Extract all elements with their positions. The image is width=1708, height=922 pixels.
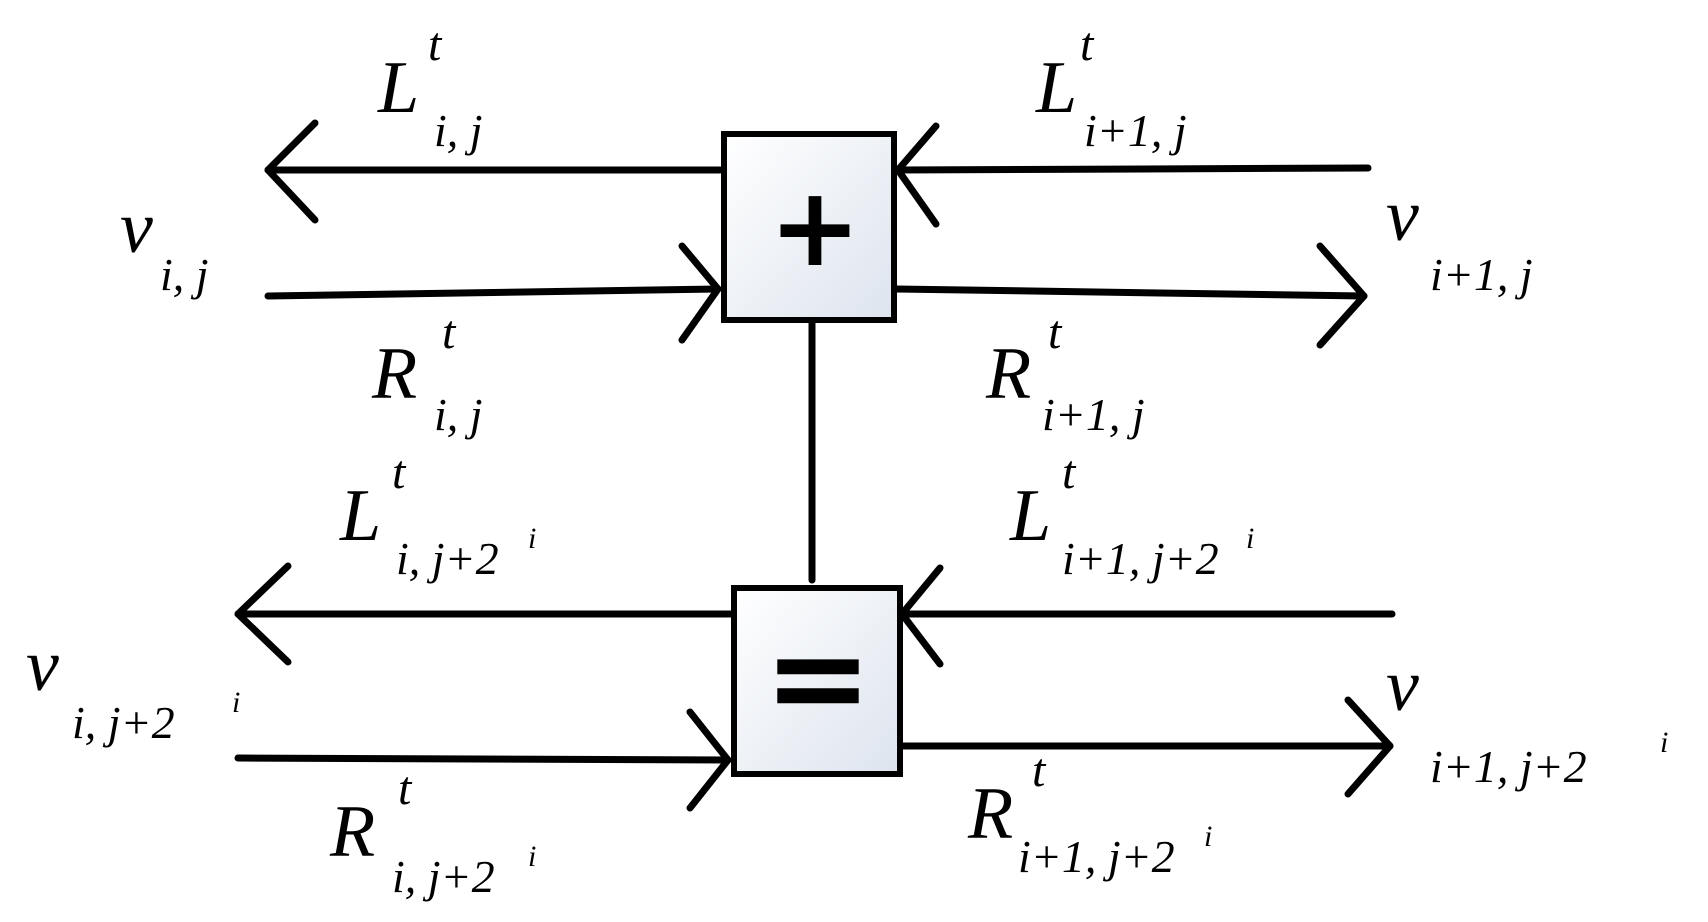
svg-text:t: t xyxy=(442,306,457,359)
variable-node-box xyxy=(731,585,903,777)
svg-text:R: R xyxy=(371,333,417,415)
label-v-ij: v i, j xyxy=(120,187,209,300)
svg-text:i: i xyxy=(528,522,536,555)
label-v-ij2: v i, j+2 i xyxy=(26,625,240,748)
svg-text:t: t xyxy=(428,18,443,71)
svg-text:i: i xyxy=(1660,726,1668,759)
svg-text:i, j: i, j xyxy=(434,105,483,156)
svg-text:i, j: i, j xyxy=(160,249,209,300)
svg-text:t: t xyxy=(1080,18,1095,71)
arrow-l-ij2-head xyxy=(234,562,292,666)
label-L-i1j: L t i+1, j xyxy=(1035,18,1187,156)
svg-text:t: t xyxy=(392,446,407,499)
variable-node-symbol: = xyxy=(764,601,873,753)
arrow-r-ij2 xyxy=(234,754,732,764)
svg-text:v: v xyxy=(1386,645,1419,727)
svg-text:i+1, j+2: i+1, j+2 xyxy=(1430,741,1587,792)
svg-text:L: L xyxy=(1009,475,1051,557)
svg-text:R: R xyxy=(985,333,1031,415)
arrow-r-ij-head xyxy=(678,242,722,344)
svg-text:i, j+2: i, j+2 xyxy=(72,697,175,748)
svg-text:t: t xyxy=(1062,446,1077,499)
svg-text:R: R xyxy=(329,791,375,873)
arrow-r-ij2-head xyxy=(686,708,732,812)
svg-text:i: i xyxy=(1246,522,1254,555)
svg-text:v: v xyxy=(1386,175,1419,257)
svg-text:i+1, j+2: i+1, j+2 xyxy=(1018,831,1175,882)
svg-text:L: L xyxy=(339,475,381,557)
arrow-l-i1j xyxy=(894,164,1372,174)
svg-text:t: t xyxy=(1048,306,1063,359)
check-node-box xyxy=(721,131,897,323)
label-v-i1j2: v i+1, j+2 i xyxy=(1386,645,1668,792)
svg-text:v: v xyxy=(120,187,153,269)
label-R-ij2: R t i, j+2 i xyxy=(329,762,536,902)
svg-text:v: v xyxy=(26,625,59,707)
label-L-i1j2: L t i+1, j+2 i xyxy=(1009,446,1254,584)
label-R-i1j: R t i+1, j xyxy=(985,306,1145,440)
svg-text:i, j: i, j xyxy=(434,389,483,440)
label-L-ij: L t i, j xyxy=(377,18,483,156)
svg-text:L: L xyxy=(377,47,419,129)
svg-text:i+1, j: i+1, j xyxy=(1084,105,1187,156)
arrow-r-i1j xyxy=(892,285,1368,300)
label-L-ij2: L t i, j+2 i xyxy=(339,446,536,584)
svg-text:t: t xyxy=(1032,744,1047,797)
svg-text:i: i xyxy=(232,686,240,719)
check-node-symbol: + xyxy=(769,163,861,291)
arrow-r-ij xyxy=(264,285,722,300)
svg-text:t: t xyxy=(398,762,413,815)
svg-text:i+1, j: i+1, j xyxy=(1042,389,1145,440)
svg-text:i: i xyxy=(528,840,536,873)
svg-text:i+1, j+2: i+1, j+2 xyxy=(1062,533,1219,584)
label-v-i1j: v i+1, j xyxy=(1386,175,1533,300)
svg-text:i+1, j: i+1, j xyxy=(1430,249,1533,300)
arrow-l-ij-head xyxy=(264,119,319,224)
label-R-i1j2: R t i+1, j+2 i xyxy=(967,744,1212,882)
arrow-r-i1j-head xyxy=(1316,242,1368,349)
svg-text:i, j+2: i, j+2 xyxy=(396,533,499,584)
svg-text:i: i xyxy=(1204,820,1212,853)
arrow-l-i1j-head xyxy=(894,122,940,228)
label-R-ij: R t i, j xyxy=(371,306,483,440)
svg-text:i, j+2: i, j+2 xyxy=(392,851,495,902)
svg-text:L: L xyxy=(1035,47,1077,129)
arrow-r-i1j2-head xyxy=(1344,696,1394,798)
svg-text:R: R xyxy=(967,773,1013,855)
